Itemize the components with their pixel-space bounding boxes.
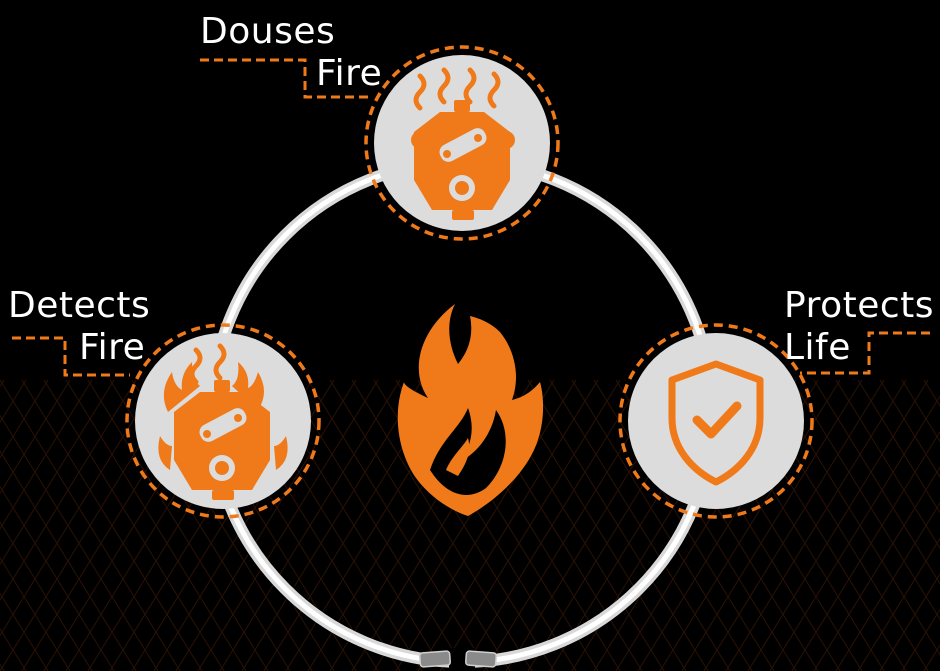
label-detects-line2: Fire bbox=[79, 328, 145, 368]
node-douses-fire bbox=[366, 47, 558, 239]
label-douses-line2: Fire bbox=[316, 54, 382, 94]
flame-shield-logo bbox=[398, 304, 543, 516]
ring-cap-right bbox=[466, 651, 497, 667]
label-protects-line1: Protects bbox=[784, 286, 934, 326]
label-douses-line1: Douses bbox=[200, 12, 335, 52]
ring-cap-left bbox=[420, 651, 451, 667]
node-detects-fire bbox=[127, 325, 319, 517]
label-protects-line2: Life bbox=[784, 328, 851, 368]
label-detects-line1: Detects bbox=[8, 286, 150, 326]
